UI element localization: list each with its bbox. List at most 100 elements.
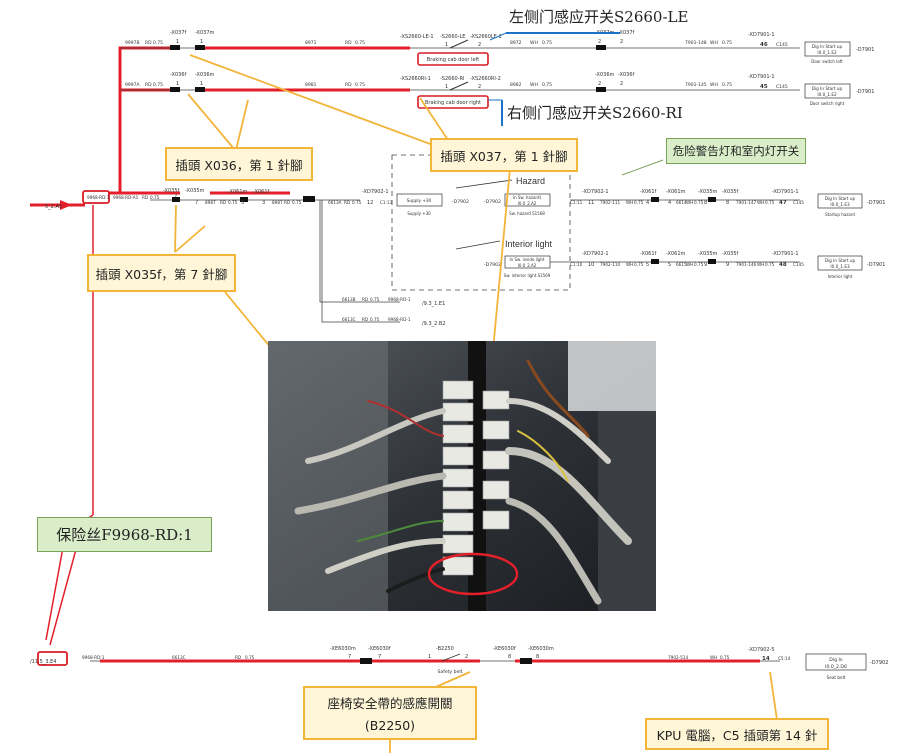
row2-switch-highlight	[417, 95, 489, 109]
row3-x061f: -X061f	[640, 189, 657, 195]
row4-out-gauge: 0.75	[634, 262, 644, 267]
green-pointer	[621, 159, 664, 176]
row2-kpu-conn: -XD7901-1	[748, 74, 775, 80]
row4-out-sub: C1:10	[570, 262, 583, 267]
row1-pin2b: 2	[620, 39, 623, 45]
row2-conn2: -X036m	[595, 72, 615, 78]
row2-kpu-sub: C145	[776, 84, 788, 90]
row-door-right: 9997A RD 0.75 -X036f -X036m 1 1 8981 RD …	[120, 72, 874, 109]
row-door-left: 9997B RD 0.75 -X037f -X037m 1 1 8971 RD …	[120, 30, 874, 66]
row3-p4b: 4	[668, 200, 671, 206]
row1-conn1b: -X037m	[195, 30, 215, 36]
row2-box-desc: Door switch right	[810, 101, 845, 106]
row5-box-title: Dig In	[829, 657, 843, 663]
row3-hazard-sub: Sw. hazard S1568	[509, 211, 545, 216]
row1-kpu-pin: 46	[760, 42, 768, 48]
row2-color1: RD	[145, 82, 152, 88]
fuse-pointer-lines	[45, 205, 94, 646]
row2-kpu-pin: 45	[760, 84, 768, 90]
row3-wire-6614: 6614	[676, 200, 687, 205]
row1-conn1: -X037f	[170, 30, 187, 36]
row4-p5: 5	[646, 262, 649, 268]
row1-device: -D7901	[856, 47, 874, 53]
row1-gauge4: 0.75	[722, 40, 732, 46]
row5-pin2: 8	[508, 654, 511, 660]
row1-pin-s2: 2	[478, 42, 481, 48]
row1-switch-highlight	[417, 52, 489, 66]
row5-pin1b: 7	[378, 654, 381, 660]
branch-wire-b: 6613C	[342, 317, 356, 322]
right-door-switch-label: 右侧门感应开关S2660-RI	[507, 104, 683, 122]
row3-gauge2: 0.75	[228, 200, 238, 205]
row3-out-sub: C1:11	[570, 200, 583, 205]
row5-wire2: 7902-514	[668, 655, 688, 660]
row4-addr: I0.0_2.A2	[518, 263, 537, 268]
row1-switch-label: Braking cab door left	[427, 57, 479, 63]
row1-color3: WH	[530, 40, 538, 46]
row4-p9b: 9	[726, 262, 729, 268]
row1-wire3: 8972	[510, 40, 522, 46]
row2-gauge4: 0.75	[722, 82, 732, 88]
row4-x061f: -X061f	[640, 251, 657, 257]
row5-gauge1: 0.75	[245, 655, 255, 660]
row3-wire1: 9968-RD-A1	[113, 195, 139, 200]
branch-color-b: RD	[362, 317, 368, 322]
row2-color2: RD	[345, 82, 352, 88]
branch-ref-a: /9.3_1.E1	[422, 301, 445, 307]
row1-gauge3: 0.75	[542, 40, 552, 46]
row3-supply-sub: Supply +30	[407, 211, 431, 216]
row3-dev2: -D7902	[484, 199, 501, 205]
row1-color2: RD	[345, 40, 352, 46]
row2-pin2b: 2	[620, 81, 623, 87]
row3-color3: RD	[284, 200, 290, 205]
row5-gauge2: 0.75	[720, 655, 730, 660]
row3-conn1b: -X035m	[185, 188, 205, 194]
row1-kpu-sub: C145	[776, 42, 788, 48]
row3-box-desc: Startup hazard	[825, 212, 855, 217]
row1-conn2b: -X037f	[618, 30, 635, 36]
row3-gauge4: 0.75	[352, 200, 362, 205]
row4-p9: 9	[704, 262, 707, 268]
switch-panel-outline	[391, 154, 571, 291]
row3-x035f: -X035f	[722, 189, 739, 195]
row2-pin-s1: 1	[445, 84, 448, 90]
row3-box-title: Dig In Start up	[825, 196, 856, 201]
row-interior-light: Interior light -D7902 In Sw. inside ligh…	[455, 239, 885, 279]
row3-supply-box: Supply +30	[407, 198, 432, 203]
row3-out-conn: -XD7902-1	[582, 189, 609, 195]
row3-kpu-in-conn: -XD7902-1	[362, 189, 389, 195]
row5-kpu-sub: C5:14	[778, 656, 791, 661]
row2-gauge2: 0.75	[355, 82, 365, 88]
row5-ref-in: /11.5_3.E4	[30, 659, 56, 665]
row2-conn1b: -X036m	[195, 72, 215, 78]
row1-pin1: 1	[176, 39, 179, 45]
row4-out-conn: -XD7902-1	[582, 251, 609, 257]
row4-color-6615: WH	[686, 262, 693, 267]
row5-belt: -B2250	[436, 646, 454, 652]
row3-out-pin: 11	[588, 200, 594, 206]
row3-gauge3: 0.75	[292, 200, 302, 205]
row1-box-addr: I0.0_1.E2	[817, 50, 837, 55]
row3-ref-in: 5_2.A5	[45, 204, 62, 210]
row3-kpu-in-pin: 12	[367, 200, 373, 206]
callout-seat-belt: 座椅安全帶的感應開關 (B2250)	[303, 686, 477, 740]
row4-device: -D7901	[867, 262, 885, 268]
branch-gauge-a: 0.75	[370, 297, 380, 302]
callout-x037: 插頭 X037，第 1 針腳	[430, 138, 578, 172]
row4-gauge-6615: 0.75	[694, 262, 704, 267]
row1-gauge2: 0.75	[355, 40, 365, 46]
row1-kpu-conn: -XD7901-1	[748, 32, 775, 38]
row4-out-wire: 7902-110	[600, 262, 620, 267]
row3-kpu-sub: C145	[793, 200, 804, 205]
hazard-interior-switch-label: 危险警告灯和室内灯开关	[666, 138, 806, 164]
row3-out-gauge: 0.75	[634, 200, 644, 205]
row4-interior-label: Interior light	[505, 239, 553, 249]
row3-color-7901: WH	[757, 200, 764, 205]
row-seat-belt: /11.5_3.E4 9968-RD:1 6613C RD 0.75 -XE60…	[30, 646, 888, 680]
row2-switch-mid: -S2660-RI	[440, 76, 464, 82]
row2-gauge1: 0.75	[153, 82, 163, 88]
row5-conn1b: -XE6030f	[368, 646, 391, 652]
row3-conn1: -X035f	[163, 188, 180, 194]
row1-gauge1: 0.75	[153, 40, 163, 46]
row3-pin-b: 3	[262, 200, 265, 206]
